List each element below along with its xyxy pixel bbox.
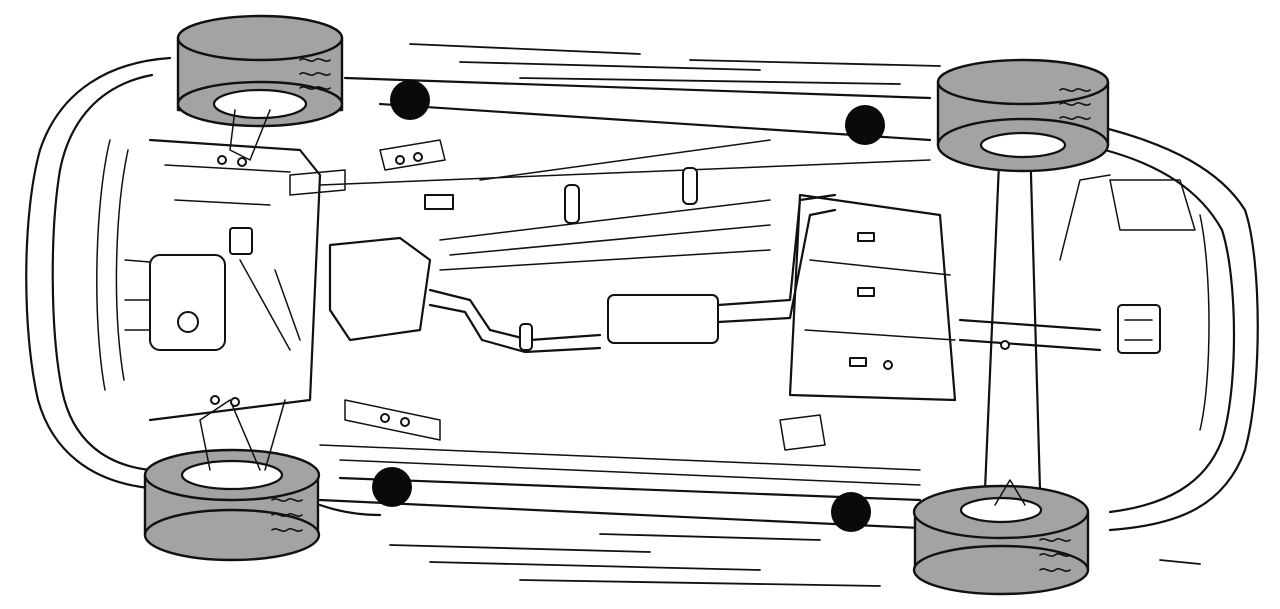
engine-block [149,254,226,351]
front-subframe [124,138,322,422]
front-left-wheel [176,14,344,161]
rear-bracket [1117,304,1161,354]
fuel-tank [779,193,957,451]
front-bracket [229,227,253,255]
engine-mount-bolt [177,311,199,333]
left-sill [289,139,931,196]
front-right-wheel [143,399,321,562]
jack-point-rear-right [831,492,871,532]
muffler [607,294,719,344]
driveshaft-hanger-right [682,167,698,205]
rear-left-wheel [936,58,1110,173]
jack-point-front-left [390,80,430,120]
speed-lines [389,43,1201,587]
jack-point-front-right [372,467,412,507]
jack-point-rear-left [845,105,885,145]
car-body [25,56,1259,532]
right-sill [319,399,921,486]
driveshaft-tunnel [328,139,771,342]
driveshaft-hanger-left [564,184,580,224]
rear-right-wheel [912,479,1090,596]
rear-suspension [958,138,1196,492]
exhaust-system [428,193,837,354]
